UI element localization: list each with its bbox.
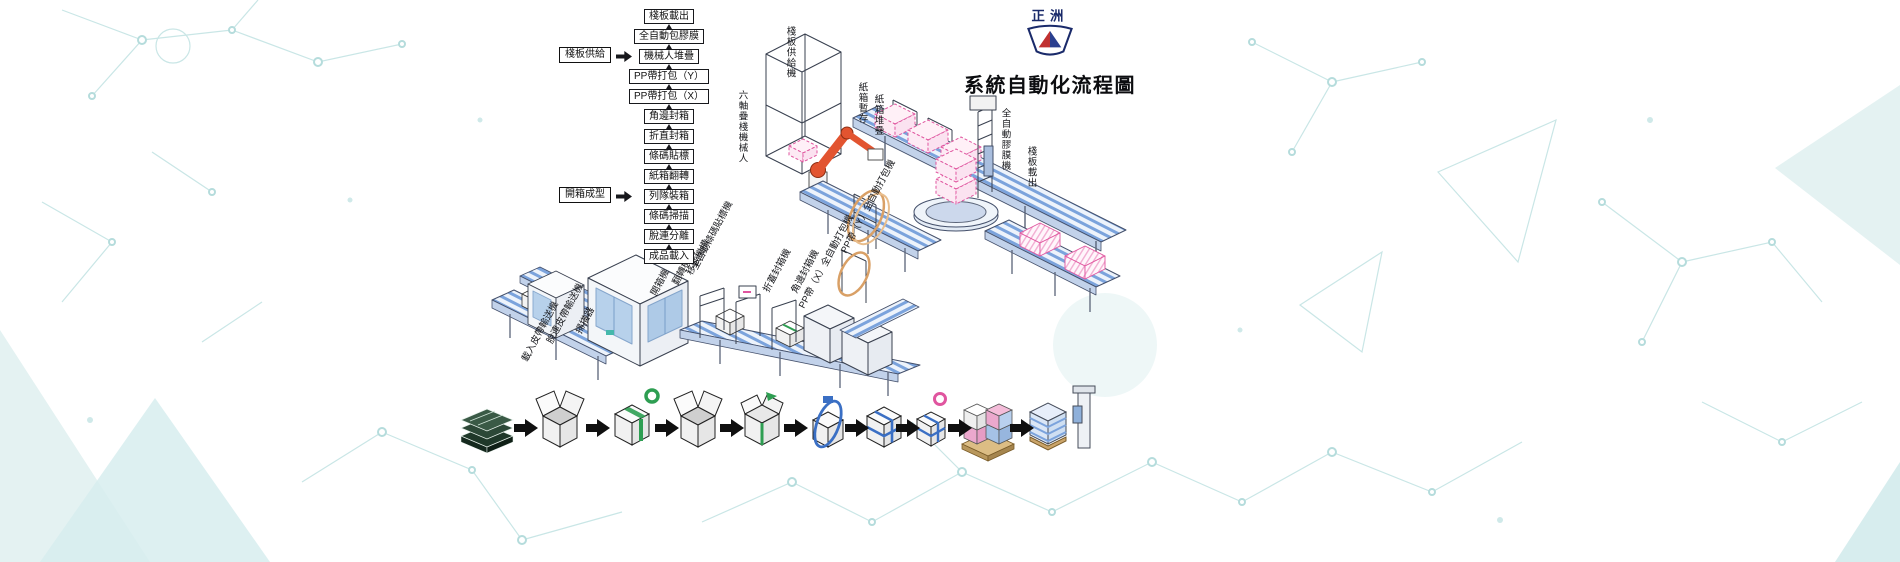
strapping-machine-y <box>846 189 890 249</box>
flow-up-arrow <box>666 244 672 249</box>
flow-up-arrow <box>666 84 672 89</box>
flowchart-step: 條碼貼標 <box>644 149 694 164</box>
flowchart-step: PP帶打包（Y） <box>628 69 709 84</box>
flowchart-step: PP帶打包（X） <box>628 89 709 104</box>
flow-up-arrow <box>666 124 672 129</box>
wrapped-pallets-out <box>1019 222 1106 280</box>
icon-carton-sealing <box>740 392 784 446</box>
film-wrapper-mast <box>969 95 997 198</box>
icon-strapped-carton-small <box>915 392 947 447</box>
flow-up-arrow <box>666 64 672 69</box>
strapping-conveyor-y <box>799 180 942 272</box>
turntable-wrapper <box>913 196 999 232</box>
flow-up-arrow <box>666 144 672 149</box>
pallet-in-tower <box>788 138 818 163</box>
flowchart-step: 列隊裝箱 <box>644 189 694 204</box>
process-sequence <box>460 385 1096 462</box>
flow-up-arrow <box>666 24 672 29</box>
icon-flattened-cartons <box>460 408 514 454</box>
flowchart-input-pallet-supply: 棧板供給 <box>559 47 611 63</box>
pallet-stack-on-turntable <box>935 148 977 205</box>
flowchart-step: 紙箱翻轉 <box>644 169 694 184</box>
flowchart-input-box-forming: 開箱成型 <box>559 187 611 203</box>
logo-triangle-blue <box>1050 30 1062 48</box>
separator-cabinet <box>527 270 585 339</box>
label-pallet-supply-machine: 棧板供給機 <box>784 26 796 79</box>
label-carton-stacking: 紙箱堆疊 <box>872 94 884 136</box>
flow-up-arrow <box>666 184 672 189</box>
label-carton-buffer: 紙箱暫存 <box>856 82 868 124</box>
flow-right-arrow <box>616 191 632 202</box>
icon-stretch-wrapper <box>1028 385 1096 451</box>
process-flowchart: 棧板載出 全自動包膠膜 機械人堆疊 PP帶打包（Y） PP帶打包（X） 角邊封箱… <box>626 9 712 264</box>
logo-triangle-red <box>1038 30 1050 48</box>
flowchart-step: 全自動包膠膜 <box>634 29 704 44</box>
icon-carton-taping <box>613 388 660 446</box>
brand-block: 正洲 系統自動化流程圖 <box>948 6 1152 98</box>
icon-strapping-ring <box>811 396 845 449</box>
icon-open-carton <box>673 390 723 448</box>
cartons-on-sealing-line <box>715 308 805 348</box>
pallet-supply-tower <box>765 33 842 175</box>
flow-right-arrow <box>616 51 632 62</box>
machinery-illustration <box>491 33 1127 396</box>
flow-up-arrow <box>666 224 672 229</box>
flow-up-arrow <box>666 164 672 169</box>
flowchart-step: 成品載入 <box>644 249 694 264</box>
flowchart-step: 機械人堆疊 <box>639 49 699 64</box>
icon-strapped-carton <box>865 406 903 448</box>
page-title: 系統自動化流程圖 <box>964 75 1136 97</box>
riser-conveyor <box>839 298 920 339</box>
label-six-axis-robot: 六軸疊棧機械人 <box>736 90 748 164</box>
flowchart-step: 折直封箱 <box>644 129 694 144</box>
flow-up-arrow <box>666 44 672 49</box>
label-pallet-out: 棧板載出 <box>1025 146 1037 188</box>
flow-up-arrow <box>666 104 672 109</box>
flow-up-arrow <box>666 204 672 209</box>
process-arrow-icons <box>514 419 1034 437</box>
carton-erector-cabinet <box>587 254 689 367</box>
flowchart-step: 脫連分離 <box>644 229 694 244</box>
transfer-mechanism <box>771 299 797 350</box>
logo-text: 正洲 <box>1031 9 1068 24</box>
flowchart-step: 條碼掃描 <box>644 209 694 224</box>
flip-mechanism <box>699 287 725 338</box>
strapping-machine-x <box>837 249 871 303</box>
labeling-machine <box>735 285 761 344</box>
label-auto-film-machine: 全自動膠膜機 <box>999 108 1011 171</box>
icon-carton-erecting <box>535 390 585 448</box>
icon-palletized-stack <box>961 403 1015 462</box>
flowchart-step: 棧板載出 <box>644 9 694 24</box>
flowchart-step: 角邊封箱 <box>644 109 694 124</box>
company-logo: 正洲 <box>1027 9 1073 56</box>
